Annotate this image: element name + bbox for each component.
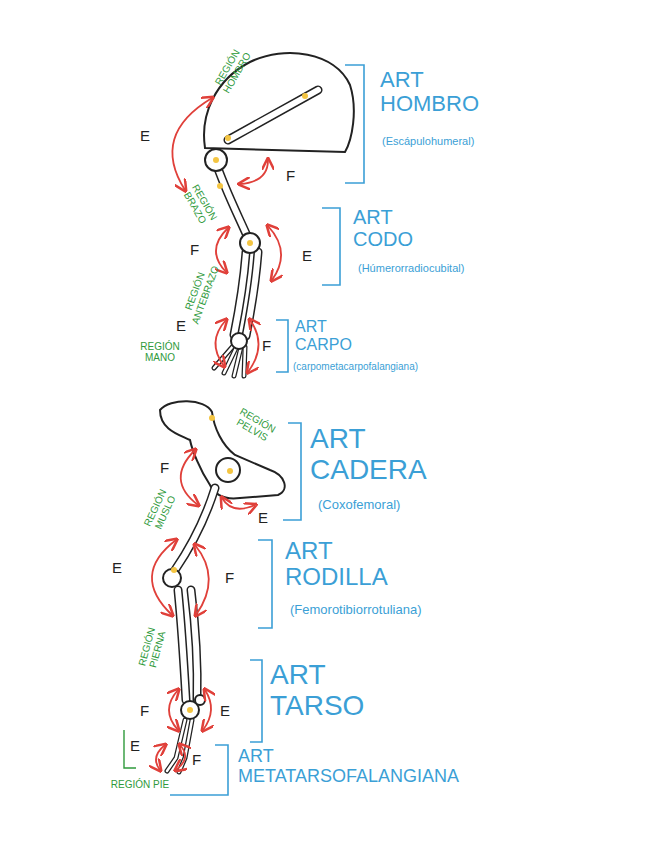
motion-letter: F [160,460,169,477]
joint-name: ART RODILLA [285,538,388,591]
region-label: REGIÓN ANTEBRAZO [179,261,221,326]
motion-letter: F [140,703,149,720]
motion-letter: E [220,703,230,720]
joint-name: ART CADERA [310,424,427,486]
digit-fill [167,345,245,772]
joint-subname: (Femorotibiorrotuliana) [290,603,422,617]
joint-subname: (Escápulohumeral) [382,135,474,147]
joint-subname: (Coxofemoral) [318,498,400,512]
motion-letter: E [302,248,312,265]
region-label: REGIÓN MANO [140,341,179,363]
region-label: REGIÓN MUSLO [142,487,179,532]
motion-letter: F [190,242,199,259]
pelvis [160,401,285,498]
region-label: REGIÓN HOMBRO [211,45,253,95]
joint-name: ART METATARSOFALANGIANA [238,747,459,787]
region-label: REGIÓN PELVIS [232,406,277,445]
motion-letter: E [130,738,140,755]
joint-dots [171,93,308,713]
motion-letter: F [225,570,234,587]
digit-outline [167,345,245,772]
motion-letter: E [258,510,268,527]
motion-arrows [152,98,281,770]
joint-heads [163,149,260,719]
joint-subname: (Húmerorradiocubital) [358,262,464,274]
motion-letter: E [112,560,122,577]
region-label: REGIÓN PIE [111,779,169,790]
joint-name: ART HOMBRO [380,68,479,116]
joint-name: ART TARSO [270,660,364,722]
motion-letter: E [140,128,150,145]
motion-letter: F [286,168,295,185]
motion-letter: F [262,338,271,355]
region-label: REGIÓN PIERNA [136,626,167,670]
joint-name: ART CODO [353,206,413,250]
motion-letter: F [192,752,201,769]
motion-letter: E [176,318,186,335]
region-label: REGIÓN BRAZO [181,182,220,227]
joint-name: ART CARPO [295,318,352,353]
joint-subname: (carpometacarpofalangiana) [293,361,418,372]
